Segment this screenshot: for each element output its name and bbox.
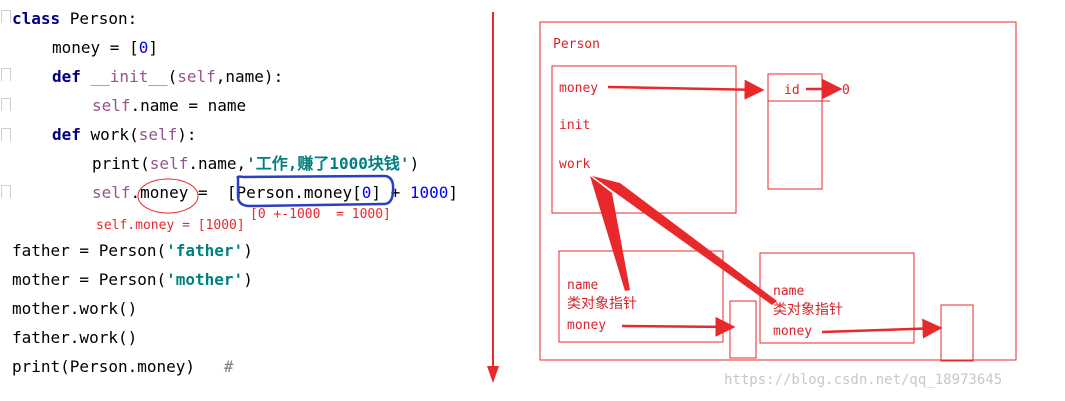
code-line: def work(self): (52, 120, 197, 149)
code-token: # (223, 357, 234, 376)
code-token: .name = name (130, 96, 247, 115)
code-token: self (92, 96, 131, 115)
fold-marker[interactable] (1, 98, 11, 111)
code-token: self (149, 154, 189, 173)
code-line: class Person: (12, 4, 137, 33)
instance1-money-value-box (729, 300, 757, 359)
annotation-calc: [0 +-1000 = 1000] (250, 207, 391, 222)
code-token: self (92, 183, 131, 202)
instance2-money-value-box (940, 304, 974, 362)
code-token: ) (409, 154, 420, 173)
code-token: 1000 (409, 183, 449, 202)
arrow-money2-to-value (821, 318, 943, 339)
divider-arrow-head (487, 366, 499, 383)
code-line: mother.work() (12, 294, 137, 323)
code-token: father.work() (12, 328, 138, 347)
code-token: self (138, 125, 178, 144)
code-line: mother = Person('mother') (12, 265, 253, 294)
instance-box-1 (558, 250, 724, 343)
code-line: self.name = name (92, 91, 246, 120)
code-token: ( (167, 67, 178, 86)
code-token: 'father' (166, 241, 244, 260)
instance1-name-label: name (567, 278, 598, 293)
instance1-pointer-label: 类对象指针 (567, 296, 637, 312)
fold-marker[interactable] (1, 128, 11, 141)
code-token: ] + (371, 183, 410, 202)
code-token: __init__ (90, 67, 168, 86)
code-token: Person: (69, 9, 138, 28)
code-line: def __init__(self,name): (52, 62, 283, 91)
highlight-ellipse (236, 174, 395, 208)
instance-box-2 (759, 252, 915, 344)
person-class-label: Person (553, 37, 600, 52)
instance2-money-label: money (773, 324, 812, 339)
code-token: 0 (138, 38, 149, 57)
code-token: def (52, 67, 91, 86)
fold-marker[interactable] (1, 185, 11, 198)
code-token: print(Person.money) (12, 357, 224, 376)
code-line: father.work() (12, 323, 137, 352)
code-token: ,name): (215, 67, 284, 86)
code-token: ) (243, 241, 253, 260)
id-box (767, 73, 823, 190)
arrow-pointer2-to-work (592, 176, 777, 305)
person-class-box (539, 21, 1017, 361)
arrow-pointer1-to-work (590, 176, 630, 291)
money-circle (137, 178, 199, 214)
code-panel: class Person:money = [0]def __init__(sel… (0, 0, 480, 401)
code-token: ] (148, 38, 158, 57)
code-token: 'mother' (166, 270, 244, 289)
code-token: .name, (188, 154, 247, 173)
code-token: father = Person( (12, 241, 167, 260)
zero-value: 0 (842, 83, 850, 98)
code-line: print(self.name,'工作,赚了1000块钱') (92, 149, 419, 178)
instance2-pointer-label: 类对象指针 (773, 302, 843, 318)
code-token: '工作,赚了1000块钱' (246, 154, 410, 173)
class-attr-work: work (559, 157, 590, 172)
annotation-self-money: self.money = [1000] (96, 218, 245, 233)
code-token: ) (243, 270, 253, 289)
code-token: mother = Person( (12, 270, 167, 289)
code-token: ): (177, 125, 197, 144)
instance2-name-label: name (773, 284, 804, 299)
code-token: money = [ (52, 38, 139, 57)
id-label: id (784, 83, 800, 98)
code-token: def (52, 125, 91, 144)
code-token: self (177, 67, 216, 86)
code-token: 0 (361, 183, 372, 202)
arrow-money-to-id (607, 79, 765, 100)
code-line: father = Person('father') (12, 236, 253, 265)
code-line: money = [0] (52, 33, 158, 62)
class-attr-money: money (559, 81, 598, 96)
code-token: .money = [Person.money[ (130, 183, 362, 202)
code-token: print( (92, 154, 150, 173)
fold-marker[interactable] (1, 68, 11, 81)
fold-marker[interactable] (1, 10, 11, 23)
watermark: https://blog.csdn.net/qq_18973645 (724, 372, 1003, 388)
arrow-money1-to-value (621, 316, 736, 337)
code-line: print(Person.money) # (12, 352, 234, 381)
code-token: ] (448, 183, 459, 202)
code-line: self.money = [Person.money[0] + 1000] (92, 178, 458, 207)
code-token: class (12, 9, 70, 28)
code-token: mother.work() (12, 299, 138, 318)
instance1-money-label: money (567, 318, 606, 333)
class-attr-init: init (559, 118, 590, 133)
code-token: work( (90, 125, 139, 144)
